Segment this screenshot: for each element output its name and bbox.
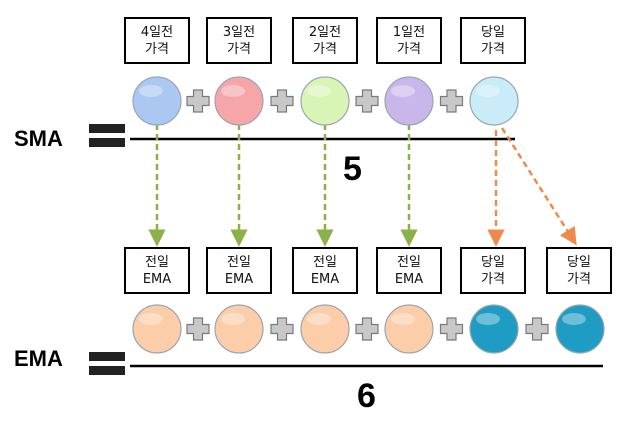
ema-term: EMA xyxy=(14,346,63,371)
box-line1: 전일 xyxy=(145,254,169,270)
sma-term: SMA xyxy=(14,126,63,151)
ema-value-circle xyxy=(469,304,519,354)
box-line2: 가격 xyxy=(481,271,505,287)
box-line2: EMA xyxy=(310,271,340,287)
plus-icon xyxy=(270,89,294,113)
box-line1: 2일전 xyxy=(308,24,342,40)
ema-box-prev-ema: 전일 EMA xyxy=(376,247,442,294)
sma-value-circle xyxy=(384,76,434,126)
plus-icon xyxy=(355,317,379,341)
box-line1: 전일 xyxy=(397,254,421,270)
sma-value-circle xyxy=(300,76,350,126)
ema-box-prev-ema: 전일 EMA xyxy=(124,247,190,294)
sma-box-3-days-ago: 3일전 가격 xyxy=(206,17,272,64)
circle-highlight xyxy=(476,313,500,325)
plus-icon xyxy=(186,89,210,113)
ema-box-today: 당일 가격 xyxy=(460,247,526,294)
ema-value-circle xyxy=(214,304,264,354)
box-line2: 가격 xyxy=(567,271,591,287)
ema-value-circle xyxy=(384,304,434,354)
plus-icon xyxy=(525,317,549,341)
box-line2: 가격 xyxy=(481,41,505,57)
box-line2: 가격 xyxy=(313,41,337,57)
box-line1: 4일전 xyxy=(140,24,174,40)
box-line2: 가격 xyxy=(397,41,421,57)
circle-highlight xyxy=(221,313,245,325)
ema-box-prev-ema: 전일 EMA xyxy=(206,247,272,294)
circle-highlight xyxy=(476,85,500,97)
circle-highlight xyxy=(221,85,245,97)
plus-icon xyxy=(355,89,379,113)
sma-equals-icon xyxy=(89,124,125,147)
arrow-diagonal-icon xyxy=(500,127,577,246)
plus-icon xyxy=(186,317,210,341)
box-line1: 전일 xyxy=(313,254,337,270)
box-line1: 당일 xyxy=(481,254,505,270)
sma-value-circle xyxy=(132,76,182,126)
sma-denominator: 5 xyxy=(343,150,362,188)
box-line1: 3일전 xyxy=(222,24,256,40)
sma-box-1-day-ago: 1일전 가격 xyxy=(376,17,442,64)
sma-box-today: 당일 가격 xyxy=(460,17,526,64)
plus-icon xyxy=(439,89,464,113)
ema-equals-icon xyxy=(89,352,125,375)
circle-highlight xyxy=(307,313,331,325)
sma-value-circle xyxy=(214,76,264,126)
box-line1: 당일 xyxy=(567,254,591,270)
box-line1: 1일전 xyxy=(392,24,426,40)
plus-icon xyxy=(439,317,464,341)
ema-box-today: 당일 가격 xyxy=(546,247,612,294)
box-line2: EMA xyxy=(142,271,172,287)
box-line1: 전일 xyxy=(227,254,251,270)
ema-value-circle xyxy=(555,304,605,354)
box-line2: EMA xyxy=(224,271,254,287)
circle-highlight xyxy=(562,313,586,325)
ema-box-prev-ema: 전일 EMA xyxy=(292,247,358,294)
sma-box-4-days-ago: 4일전 가격 xyxy=(124,17,190,64)
box-line2: EMA xyxy=(394,271,424,287)
circle-highlight xyxy=(139,313,163,325)
box-line1: 당일 xyxy=(481,24,505,40)
plus-icon xyxy=(270,317,294,341)
sma-value-circle xyxy=(469,76,519,126)
circle-highlight xyxy=(391,85,415,97)
circle-highlight xyxy=(391,313,415,325)
circle-highlight xyxy=(139,85,163,97)
circle-highlight xyxy=(307,85,331,97)
box-line2: 가격 xyxy=(227,41,251,57)
ema-denominator: 6 xyxy=(357,377,376,415)
box-line2: 가격 xyxy=(145,41,169,57)
ema-value-circle xyxy=(300,304,350,354)
sma-box-2-days-ago: 2일전 가격 xyxy=(292,17,358,64)
ema-value-circle xyxy=(132,304,182,354)
